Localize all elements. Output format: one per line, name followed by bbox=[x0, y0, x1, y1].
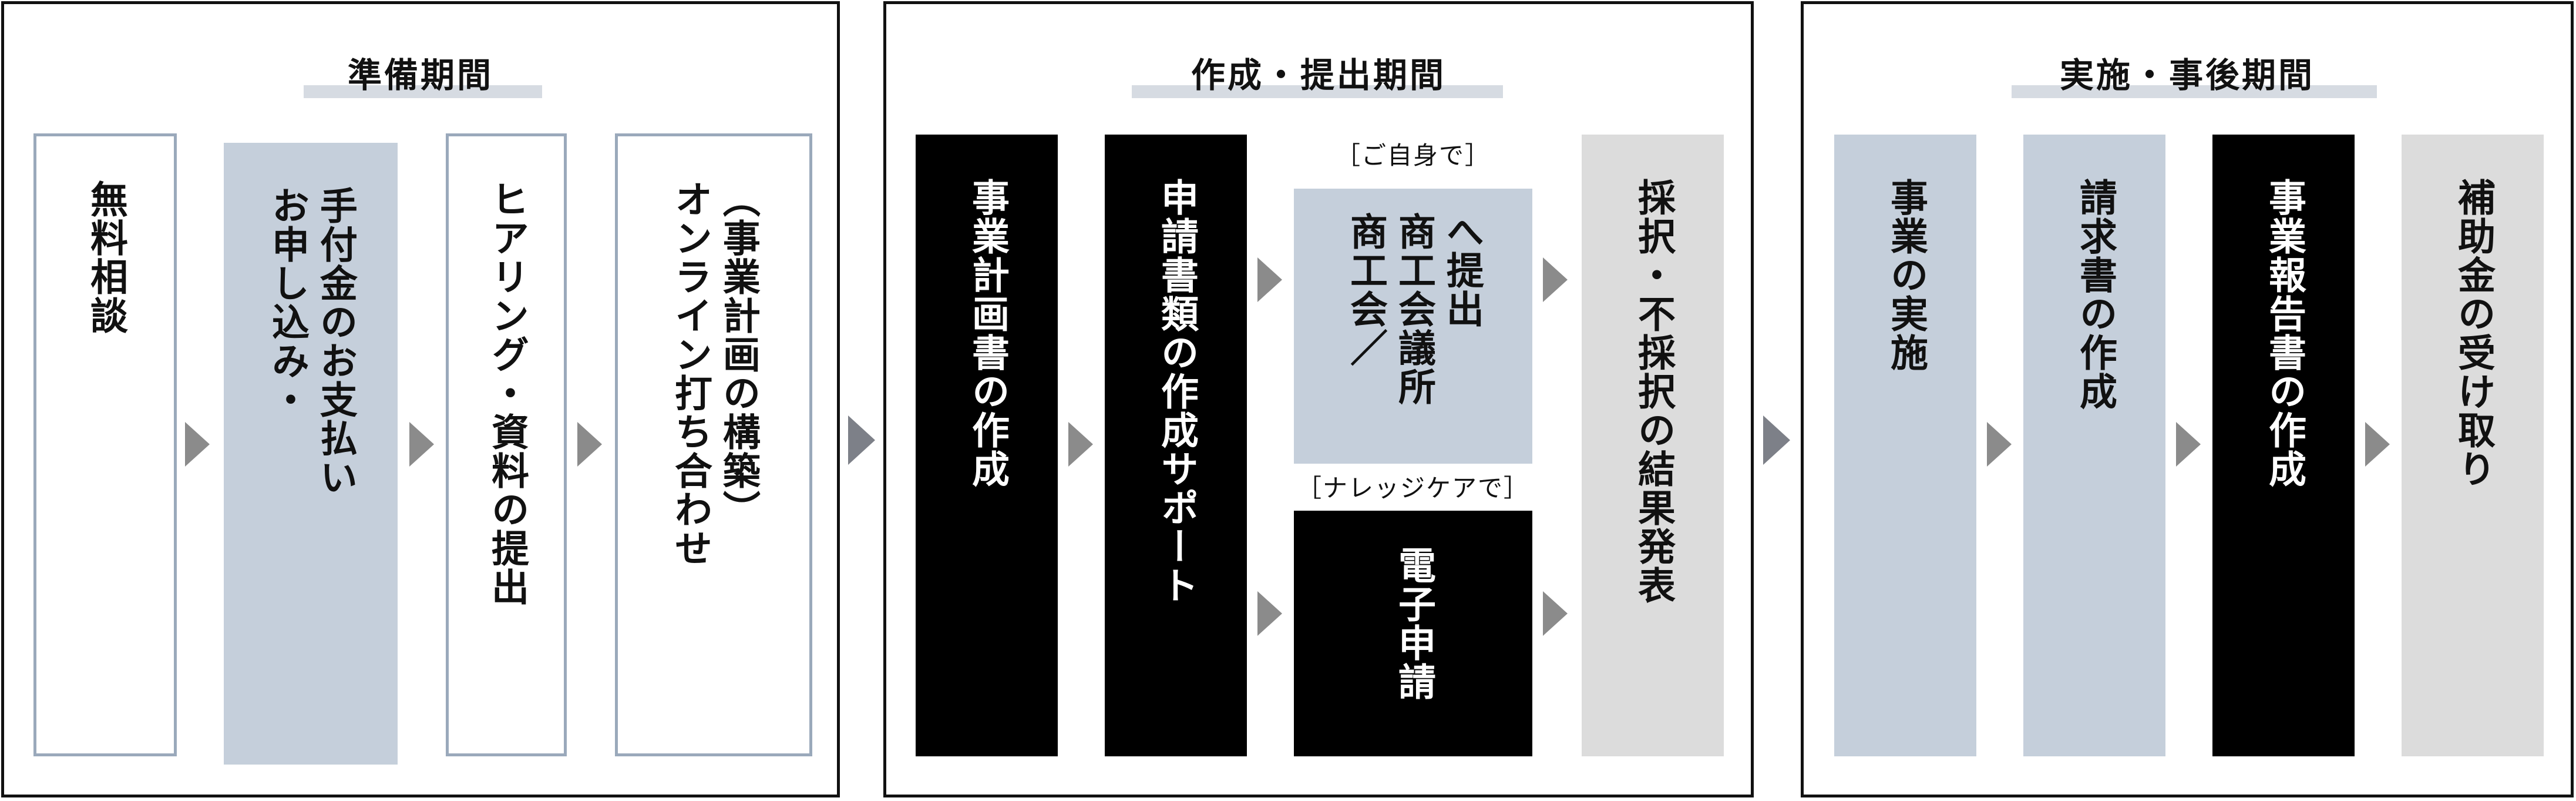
route-label-self: ［ご自身で］ bbox=[1335, 141, 1491, 170]
step-label: へ提出 商工会議所 商工会／ bbox=[1344, 212, 1484, 406]
step-label: ヒアリング・資料の提出 bbox=[485, 180, 529, 606]
phase-title-implementation: 実施・事後期間 bbox=[2059, 55, 2315, 95]
step-label: 補助金の受け取り bbox=[2451, 178, 2495, 488]
flow-arrow-icon bbox=[1257, 257, 1282, 302]
step-label: 採択・不採択の結果発表 bbox=[1631, 178, 1675, 605]
phase-title-preparation: 準備期間 bbox=[347, 55, 493, 95]
flow-arrow-icon bbox=[185, 422, 210, 467]
route-label-knowledge-care: ［ナレッジケアで］ bbox=[1296, 474, 1529, 502]
step-result-announcement: 採択・不採択の結果発表 bbox=[1582, 135, 1724, 756]
step-label: 電子申請 bbox=[1391, 546, 1435, 701]
step-business-report: 事業報告書の作成 bbox=[2212, 135, 2355, 756]
step-label: 請求書の作成 bbox=[2073, 178, 2117, 411]
step-business-plan: 事業計画書の作成 bbox=[916, 135, 1058, 756]
step-hearing-documents: ヒアリング・資料の提出 bbox=[446, 133, 567, 756]
phase-title-underline bbox=[304, 85, 542, 98]
flow-arrow-icon bbox=[2176, 422, 2201, 467]
step-subsidy-receipt: 補助金の受け取り bbox=[2402, 135, 2544, 756]
step-invoice-creation: 請求書の作成 bbox=[2023, 135, 2165, 756]
step-submit-chamber: へ提出 商工会議所 商工会／ bbox=[1294, 189, 1532, 464]
step-label: 申請書類の作成サポート bbox=[1154, 178, 1198, 605]
step-online-meeting: （事業計画の構築） オンライン打ち合わせ bbox=[615, 133, 812, 756]
step-free-consultation: 無料相談 bbox=[33, 133, 177, 756]
step-label: 事業報告書の作成 bbox=[2262, 178, 2306, 488]
step-business-implementation: 事業の実施 bbox=[1834, 135, 1976, 756]
step-label: 事業計画書の作成 bbox=[965, 178, 1009, 488]
flow-arrow-icon bbox=[1987, 422, 2012, 467]
step-label: 事業の実施 bbox=[1884, 178, 1928, 372]
flow-arrow-icon bbox=[1068, 422, 1093, 467]
phase-arrow-icon bbox=[848, 415, 875, 465]
phase-arrow-icon bbox=[1763, 415, 1790, 465]
phase-title-creation-submission: 作成・提出期間 bbox=[1191, 55, 1446, 95]
phase-panel-implementation: 実施・事後期間 事業の実施 請求書の作成 事業報告書の作成 補助金の受け取り bbox=[1801, 1, 2574, 797]
phase-panel-creation-submission: 作成・提出期間 事業計画書の作成 申請書類の作成サポート ［ご自身で］ へ提出 … bbox=[883, 1, 1754, 797]
step-application-deposit: 手付金のお支払い お申し込み・ bbox=[224, 143, 398, 765]
step-label: 無料相談 bbox=[83, 180, 127, 335]
flow-arrow-icon bbox=[1543, 591, 1568, 636]
flow-arrow-icon bbox=[577, 422, 602, 467]
step-application-support: 申請書類の作成サポート bbox=[1105, 135, 1247, 756]
phase-title-underline bbox=[1132, 85, 1503, 98]
step-electronic-application: 電子申請 bbox=[1294, 511, 1532, 756]
flow-arrow-icon bbox=[2365, 422, 2390, 467]
phase-title-underline bbox=[2012, 85, 2377, 98]
step-label: 手付金のお支払い お申し込み・ bbox=[265, 186, 357, 497]
step-label: （事業計画の構築） オンライン打ち合わせ bbox=[668, 180, 760, 568]
flow-arrow-icon bbox=[1257, 591, 1282, 636]
flow-arrow-icon bbox=[409, 422, 434, 467]
flow-arrow-icon bbox=[1543, 257, 1568, 302]
phase-panel-preparation: 準備期間 無料相談 手付金のお支払い お申し込み・ ヒアリング・資料の提出 （事… bbox=[1, 1, 840, 797]
